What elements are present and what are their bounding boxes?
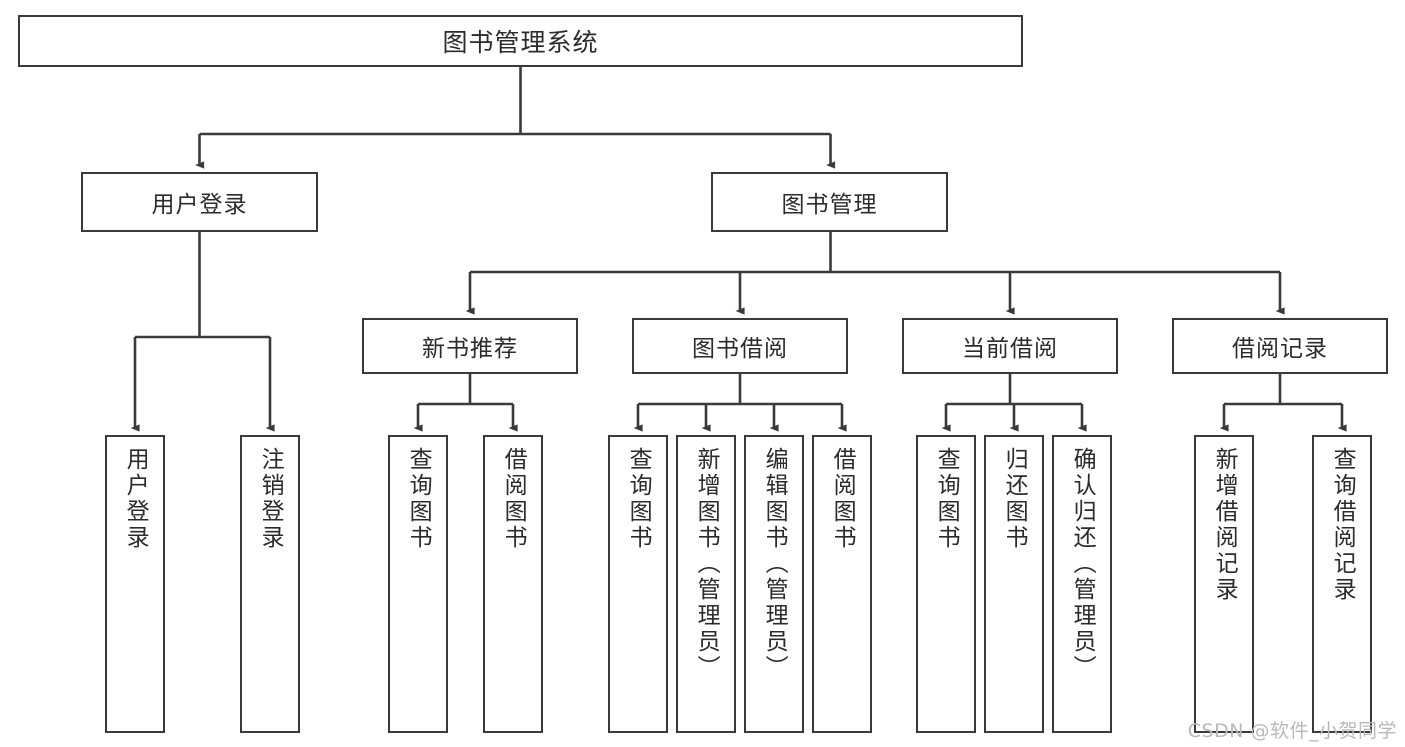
node-label: 查询图书 <box>405 447 432 551</box>
node-label: 借阅图书 <box>829 447 856 551</box>
node-label: 确认归还（管理员） <box>1069 447 1096 681</box>
node-label: 查询图书 <box>933 447 960 551</box>
node-label: 注销登录 <box>257 447 284 551</box>
node-label: 当前借阅 <box>962 336 1058 362</box>
leaf-records-add-record[interactable]: 新增借阅记录 <box>1194 435 1254 733</box>
node-label: 图书管理 <box>781 192 878 218</box>
node-label: 用户登录 <box>151 192 248 218</box>
leaf-current-query-book[interactable]: 查询图书 <box>916 435 976 733</box>
node-label: 归还图书 <box>1001 447 1028 551</box>
leaf-user-logout[interactable]: 注销登录 <box>240 435 300 733</box>
node-current-borrowing[interactable]: 当前借阅 <box>902 318 1118 374</box>
leaf-borrow-query-book[interactable]: 查询图书 <box>608 435 668 733</box>
node-book-management[interactable]: 图书管理 <box>711 172 948 232</box>
leaf-borrow-edit-book-admin[interactable]: 编辑图书（管理员） <box>744 435 804 733</box>
node-label: 图书借阅 <box>692 336 788 362</box>
leaf-borrow-lend-book[interactable]: 借阅图书 <box>812 435 872 733</box>
node-label: 查询图书 <box>625 447 652 551</box>
node-label: 借阅图书 <box>500 447 527 551</box>
leaf-current-confirm-return-admin[interactable]: 确认归还（管理员） <box>1052 435 1112 733</box>
leaf-new-borrow-book[interactable]: 借阅图书 <box>483 435 543 733</box>
node-label: 用户登录 <box>122 447 149 551</box>
leaf-user-login[interactable]: 用户登录 <box>105 435 165 733</box>
node-root-library-system[interactable]: 图书管理系统 <box>18 15 1023 67</box>
node-borrowing-records[interactable]: 借阅记录 <box>1172 318 1388 374</box>
node-user-login[interactable]: 用户登录 <box>81 172 318 232</box>
node-label: 借阅记录 <box>1232 336 1328 362</box>
leaf-borrow-add-book-admin[interactable]: 新增图书（管理员） <box>676 435 736 733</box>
node-label: 新书推荐 <box>422 336 518 362</box>
leaf-records-query-record[interactable]: 查询借阅记录 <box>1312 435 1372 733</box>
leaf-current-return-book[interactable]: 归还图书 <box>984 435 1044 733</box>
node-book-borrowing[interactable]: 图书借阅 <box>632 318 848 374</box>
node-label: 查询借阅记录 <box>1329 447 1356 603</box>
node-label: 新增借阅记录 <box>1211 447 1238 603</box>
node-label: 编辑图书（管理员） <box>761 447 788 681</box>
node-new-book-recommend[interactable]: 新书推荐 <box>362 318 578 374</box>
node-label: 新增图书（管理员） <box>693 447 720 681</box>
watermark-text: CSDN @软件_小贺同学 <box>1187 720 1397 742</box>
leaf-new-query-book[interactable]: 查询图书 <box>388 435 448 733</box>
node-label: 图书管理系统 <box>442 28 599 57</box>
